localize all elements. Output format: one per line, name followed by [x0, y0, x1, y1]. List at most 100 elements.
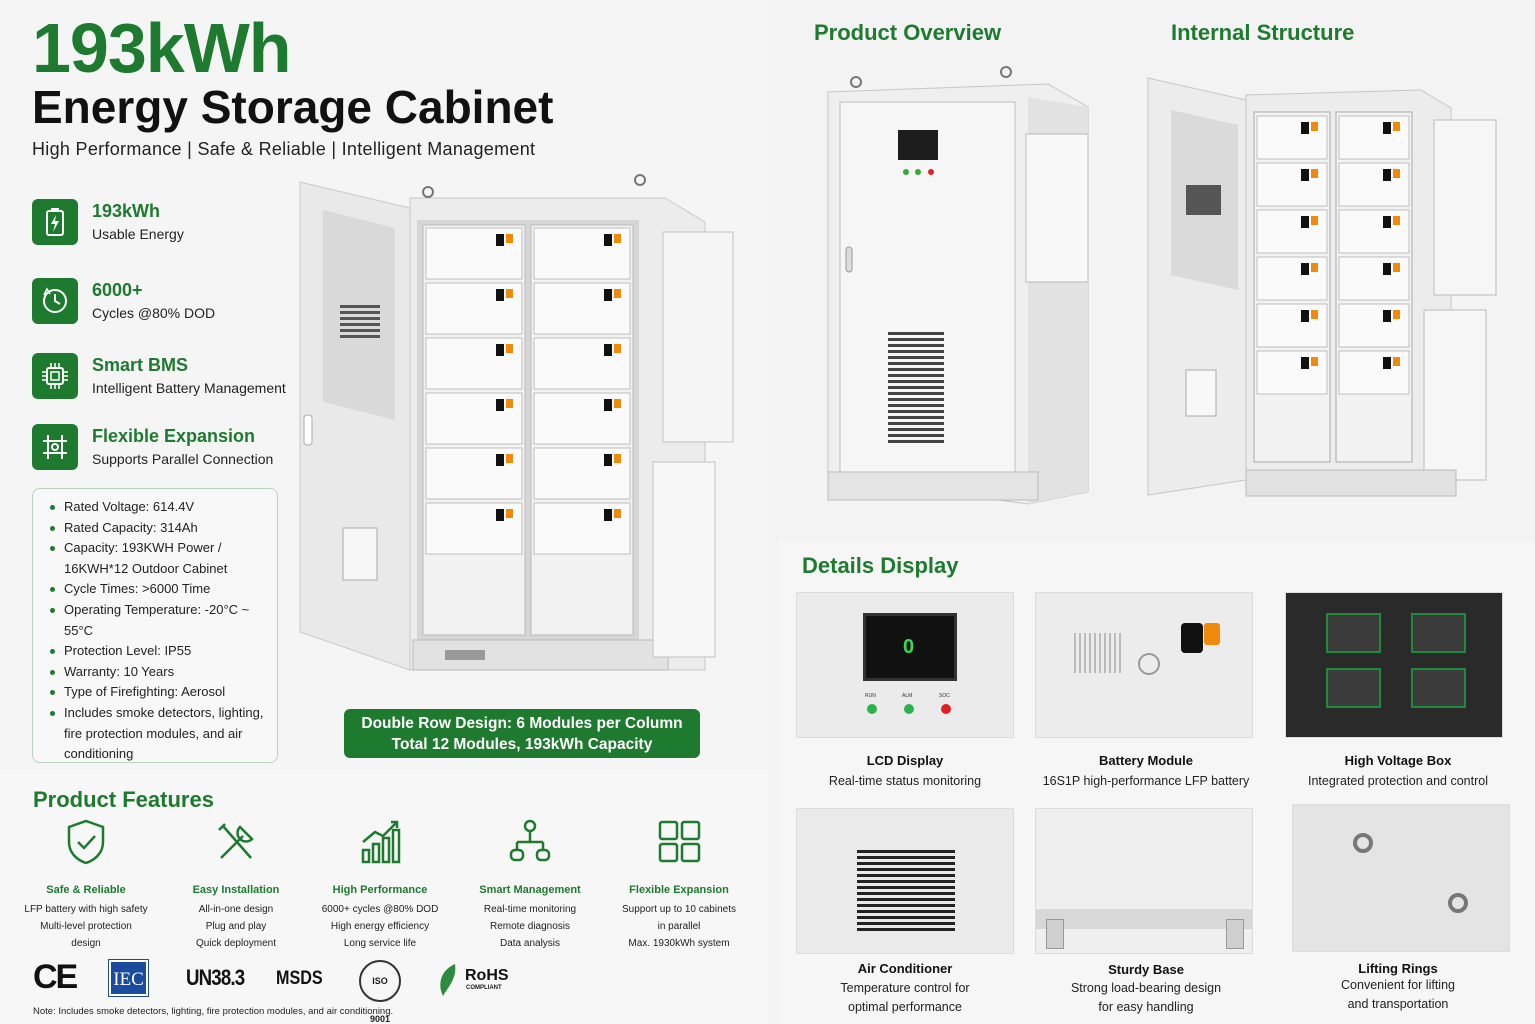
feature-line: Support up to 10 cabinets: [622, 904, 736, 915]
footnote: Note: Includes smoke detectors, lighting…: [33, 1006, 394, 1017]
module-connector: [604, 234, 612, 246]
tagline: High Performance | Safe & Reliable | Int…: [32, 139, 536, 159]
run-led: [867, 704, 877, 714]
detail-desc: Integrated protection and control: [1278, 772, 1518, 791]
feature-line: Remote diagnosis: [489, 921, 571, 932]
detail-name: High Voltage Box: [1344, 753, 1452, 768]
module-connector: [1393, 169, 1400, 178]
spec-item: Type of Firefighting: Aerosol: [49, 682, 271, 703]
feature-line: in parallel: [657, 921, 701, 932]
section-title: Details Display: [802, 553, 959, 578]
feature-safe: Safe & Reliable LFP battery with high sa…: [11, 818, 161, 952]
module-connector: [1383, 357, 1391, 369]
feature-expansion: Flexible Expansion Support up to 10 cabi…: [604, 818, 754, 952]
grid-icon: [658, 820, 701, 863]
battery-icon: [32, 199, 78, 245]
battery-module: [425, 447, 523, 500]
module-connector: [496, 399, 504, 411]
feature-line: 6000+ cycles @80% DOD: [321, 904, 439, 915]
detail-line: Integrated protection and control: [1308, 774, 1488, 788]
module-connector: [1383, 216, 1391, 228]
spec-item: Cycle Times: >6000 Time: [49, 579, 271, 600]
module-connector: [614, 454, 621, 463]
cabinet-internal-image: [1147, 77, 1497, 497]
highlight-title: 193kWh: [92, 201, 161, 221]
module-connector: [506, 509, 513, 518]
detail-line: optimal performance: [848, 1000, 962, 1014]
cabinet-closed-image: [827, 66, 1089, 505]
lcd-display-image: 0 RUN ALM SOC: [796, 592, 1014, 738]
spec-item: Rated Capacity: 314Ah: [49, 518, 271, 539]
high-voltage-box-image: [1285, 592, 1503, 738]
un383-logo: UN38.3: [186, 965, 245, 990]
module-connector: [614, 289, 621, 298]
module-connector: [1311, 310, 1318, 319]
bar-chart-icon: [361, 820, 401, 864]
highlight-subtitle: Supports Parallel Connection: [92, 451, 274, 467]
base-foot: [1226, 919, 1244, 949]
detail-line: Strong load-bearing design: [1070, 981, 1222, 995]
module-connector: [1393, 122, 1400, 131]
module-connector: [614, 344, 621, 353]
hv-module: [1326, 668, 1381, 708]
highlight-title: Smart BMS: [92, 355, 189, 375]
highlight-cycles: 6000+ Cycles @80% DOD: [32, 278, 292, 328]
section-title: Product Features: [33, 787, 214, 812]
module-connector: [496, 234, 504, 246]
lcd-label: ALM: [902, 693, 913, 699]
rohs-logo: RoHS: [465, 967, 509, 984]
feature-name: High Performance: [332, 884, 428, 896]
detail-name: Air Conditioner: [857, 961, 953, 976]
base-foot: [1046, 919, 1064, 949]
lcd-screen: 0: [863, 613, 957, 681]
highlight-title: Flexible Expansion: [92, 426, 256, 446]
detail-name: Battery Module: [1099, 753, 1193, 768]
section-title: Internal Structure: [1171, 20, 1355, 45]
detail-line: 16S1P high-performance LFP battery: [1042, 774, 1250, 788]
design-banner: Double Row Design: 6 Modules per Column …: [344, 709, 700, 758]
module-connector: [1383, 310, 1391, 322]
detail-name: Sturdy Base: [1108, 962, 1184, 977]
base-frame: [1036, 909, 1252, 929]
module-connector: [1393, 216, 1400, 225]
soc-led: [941, 704, 951, 714]
module-connector: [496, 454, 504, 466]
feature-line: Long service life: [343, 938, 417, 949]
module-connector: [506, 344, 513, 353]
chip-icon: [32, 353, 78, 399]
cabinet-open-image: [299, 174, 734, 671]
feature-line: Real-time monitoring: [483, 904, 577, 915]
detail-line: Real-time status monitoring: [828, 774, 982, 788]
detail-desc: Real-time status monitoring: [785, 772, 1025, 791]
banner-line: Total 12 Modules, 193kWh Capacity: [391, 736, 653, 753]
expansion-icon: [32, 424, 78, 470]
hv-module: [1326, 613, 1381, 653]
iec-logo: IEC: [108, 959, 149, 997]
feature-line: LFP battery with high safety: [24, 904, 148, 915]
hero-panel: 193kWh Energy Storage Cabinet High Perfo…: [0, 0, 768, 768]
detail-line: and transportation: [1347, 997, 1449, 1011]
spec-item: Protection Level: IP55: [49, 641, 271, 662]
highlight-title: 6000+: [92, 280, 143, 300]
product-title: Energy Storage Cabinet: [32, 81, 554, 133]
module-connector: [506, 234, 513, 243]
module-connector: [614, 399, 621, 408]
detail-line: Convenient for lifting: [1341, 978, 1455, 992]
ac-vent: [857, 849, 955, 931]
internal-structure-panel: Internal Structure: [1128, 0, 1535, 528]
sturdy-base-image: [1035, 808, 1253, 954]
detail-name: LCD Display: [866, 753, 944, 768]
highlight-bms: Smart BMS Intelligent Battery Management: [32, 353, 292, 403]
feature-name: Easy Installation: [192, 884, 280, 896]
module-connector: [1311, 169, 1318, 178]
highlight-subtitle: Cycles @80% DOD: [92, 305, 216, 321]
lifting-ring-icon: [1448, 893, 1468, 913]
spec-item: Includes smoke detectors, lighting, fire…: [49, 703, 271, 765]
iso-logo: ISO 9001: [359, 960, 401, 1024]
module-connector: [1311, 122, 1318, 131]
highlight-energy: 193kWh Usable Energy: [32, 199, 292, 249]
spec-item: Capacity: 193KWH Power / 16KWH*12 Outdoo…: [49, 538, 271, 579]
connector-orange: [1204, 623, 1220, 645]
